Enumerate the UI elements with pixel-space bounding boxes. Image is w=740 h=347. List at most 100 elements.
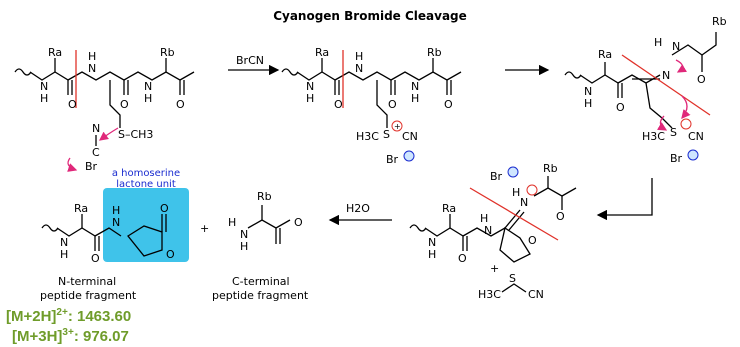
minus-charge-icon — [687, 149, 699, 161]
atom-s: S — [670, 126, 677, 139]
curved-arrow — [656, 115, 668, 131]
atom-o: O — [120, 98, 129, 111]
atom-h: H — [40, 92, 48, 105]
atom-h: H — [428, 248, 436, 261]
plus-charge-icon — [391, 120, 403, 132]
atom-h: H — [411, 92, 419, 105]
atom-cn: CN — [688, 130, 704, 143]
atom-n: N — [672, 40, 680, 53]
structure-1-peptide: Ra N H O H N O Rb N H O S–CH3 N C Br — [14, 46, 195, 173]
atom-h: H — [88, 50, 96, 63]
atom-h: H — [240, 240, 248, 253]
atom-c: C — [92, 146, 100, 159]
atom-br: Br — [490, 170, 503, 183]
product-n-terminal: a homoserine lactone unit Ra N H O H N O… — [40, 168, 189, 302]
plus-charge-icon — [680, 118, 692, 130]
atom-n: N — [112, 216, 120, 229]
atom-br: Br — [670, 152, 683, 165]
annotation-line-2: lactone unit — [116, 179, 176, 190]
atom-o: O — [556, 210, 565, 223]
reagent-h2o: H2O — [346, 202, 370, 215]
curved-arrow — [681, 95, 691, 119]
atom-n: N — [584, 85, 592, 98]
atom-h: H — [60, 248, 68, 261]
atom-o: O — [616, 101, 625, 114]
atom-o: O — [160, 202, 169, 215]
atom-n: N — [484, 224, 492, 237]
atom-s-ch3: S–CH3 — [118, 128, 153, 141]
atom-ra: Ra — [315, 46, 329, 59]
atom-h: H — [584, 97, 592, 110]
atom-s: S — [509, 272, 516, 285]
atom-h: H — [480, 212, 488, 225]
atom-o: O — [176, 98, 185, 111]
atom-n: N — [355, 62, 363, 75]
cleavage-line — [469, 187, 559, 241]
n-terminal-label-2: peptide fragment — [40, 289, 137, 302]
atom-h: H — [306, 92, 314, 105]
atom-o: O — [444, 98, 453, 111]
atom-h: H — [112, 204, 120, 217]
atom-n-triple: N — [92, 122, 100, 135]
atom-cn: CN — [528, 288, 544, 301]
curved-arrow — [67, 157, 78, 172]
annotation-line-1: a homoserine — [112, 168, 180, 179]
structure-3-imino-ether: Ra N H O N H N Rb O H3C S CN Br — [564, 15, 727, 165]
atom-n: N — [662, 69, 670, 82]
atom-n: N — [88, 62, 96, 75]
atom-h: H — [228, 216, 236, 229]
atom-n: N — [306, 80, 314, 93]
atom-o: O — [334, 98, 343, 111]
plus-charge: + — [394, 122, 401, 131]
atom-rb: Rb — [257, 190, 272, 203]
atom-n: N — [40, 80, 48, 93]
atom-o: O — [68, 98, 77, 111]
atom-h3c: H3C — [356, 130, 379, 143]
atom-rb: Rb — [543, 162, 558, 175]
atom-rb: Rb — [160, 46, 175, 59]
atom-rb: Rb — [712, 15, 727, 28]
structure-2-sulfonium: Ra N H O H N O Rb N H O H3C S CN + Br — [281, 46, 462, 166]
n-terminal-label-1: N-terminal — [58, 275, 116, 288]
atom-ra: Ra — [442, 202, 456, 215]
atom-o: O — [388, 98, 397, 111]
atom-ra: Ra — [48, 46, 62, 59]
atom-rb: Rb — [427, 46, 442, 59]
reaction-arrow-3 — [596, 178, 653, 221]
plus-sign: + — [200, 222, 209, 235]
atom-n: N — [411, 80, 419, 93]
atom-o: O — [458, 252, 467, 265]
atom-h: H — [654, 36, 662, 49]
atom-h3c: H3C — [642, 130, 665, 143]
atom-ra: Ra — [74, 202, 88, 215]
atom-h: H — [512, 186, 520, 199]
atom-o: O — [294, 216, 303, 229]
atom-n: N — [240, 228, 248, 241]
atom-br: Br — [85, 160, 98, 173]
minus-charge-icon — [403, 150, 415, 162]
minus-charge-icon — [507, 166, 519, 178]
product-c-terminal: Rb H N H O C-terminal peptide fragment — [212, 190, 309, 302]
atom-o: O — [528, 234, 537, 247]
atom-o: O — [166, 248, 175, 261]
structure-4-iminolactone: Ra N H O H N O N H Rb O Br + H3C S CN — [409, 162, 577, 301]
atom-cn: CN — [402, 130, 418, 143]
atom-o: O — [91, 252, 100, 265]
c-terminal-label-1: C-terminal — [232, 275, 290, 288]
atom-h: H — [144, 92, 152, 105]
lactone-highlight — [103, 188, 189, 262]
cleavage-line — [621, 54, 711, 116]
mass-m2h: [M+2H]2+: 1463.60 — [6, 307, 131, 325]
atom-ra: Ra — [598, 48, 612, 61]
diagram-title: Cyanogen Bromide Cleavage — [273, 9, 467, 23]
atom-n: N — [520, 196, 528, 209]
atom-n: N — [144, 80, 152, 93]
mass-m3h: [M+3H]3+: 976.07 — [12, 327, 129, 345]
plus-sign: + — [490, 262, 499, 275]
reagent-brcn: BrCN — [236, 54, 264, 67]
atom-h3c: H3C — [478, 288, 501, 301]
curved-arrow — [98, 127, 119, 141]
atom-h: H — [355, 50, 363, 63]
